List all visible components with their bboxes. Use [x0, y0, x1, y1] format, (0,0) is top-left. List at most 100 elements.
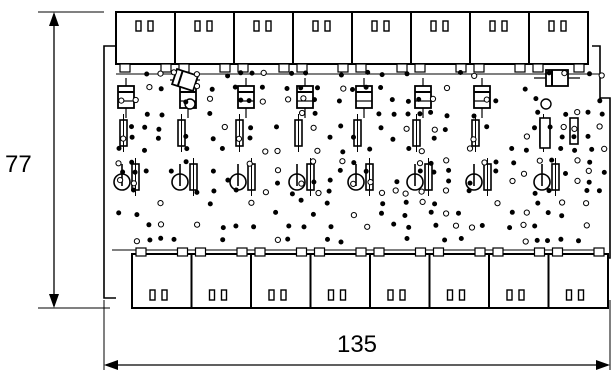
via-hole: [406, 224, 412, 230]
via-hole: [596, 188, 602, 194]
via-hole: [585, 133, 591, 139]
via-hole: [549, 157, 555, 163]
via-hole: [563, 171, 568, 176]
via-hole: [131, 187, 136, 193]
via-hole: [547, 124, 553, 130]
connector-pin: [430, 20, 437, 32]
width-dimension: 135: [103, 300, 611, 370]
diode: [237, 85, 255, 109]
via-hole: [520, 170, 528, 177]
via-hole: [350, 180, 357, 187]
via-hole: [446, 167, 452, 173]
horizontal-diode: [534, 69, 580, 87]
via-hole: [417, 168, 423, 174]
bottom-connector: [190, 247, 252, 309]
via-hole: [584, 188, 590, 193]
bottom-connector: [250, 247, 312, 309]
via-hole: [394, 179, 400, 185]
via-hole: [158, 235, 164, 241]
via-hole: [314, 147, 321, 154]
via-hole: [560, 123, 567, 131]
top-connector: [233, 11, 294, 73]
via-hole: [326, 188, 332, 194]
via-hole: [284, 86, 290, 91]
via-hole: [571, 134, 577, 140]
via-hole: [144, 71, 150, 77]
connector-pin: [339, 289, 347, 301]
via-hole: [470, 136, 477, 143]
via-hole: [379, 210, 384, 216]
via-hole: [585, 167, 592, 174]
via-hole: [246, 98, 252, 104]
via-hole: [249, 70, 255, 76]
via-hole: [142, 124, 148, 130]
bottom-connector: [131, 247, 193, 309]
via-hole: [219, 146, 225, 151]
via-hole: [143, 168, 149, 174]
connector-pin: [501, 20, 508, 32]
via-hole: [467, 180, 473, 186]
connector-pin: [327, 289, 335, 301]
via-hole: [523, 133, 531, 140]
via-hole: [350, 212, 357, 219]
via-hole: [367, 146, 373, 152]
via-hole: [522, 86, 528, 92]
via-hole: [129, 124, 134, 130]
via-hole: [289, 191, 295, 197]
connector-pin: [577, 289, 585, 301]
via-hole: [479, 223, 485, 228]
via-hole: [389, 97, 395, 103]
via-hole: [225, 177, 231, 183]
via-hole: [406, 146, 412, 151]
via-hole: [601, 169, 607, 175]
via-hole: [247, 135, 253, 141]
via-hole: [391, 111, 397, 117]
connector-pin: [312, 20, 319, 32]
via-hole: [468, 224, 476, 231]
via-hole: [403, 199, 409, 205]
via-hole: [262, 189, 269, 196]
connector-pin: [280, 289, 287, 301]
via-hole: [532, 223, 538, 229]
via-hole: [405, 111, 411, 117]
via-hole: [586, 179, 592, 185]
via-hole: [363, 84, 369, 90]
via-hole: [118, 97, 125, 104]
via-hole: [458, 70, 463, 75]
via-hole: [233, 187, 239, 193]
via-hole: [207, 201, 213, 207]
via-hole: [339, 158, 346, 165]
via-hole: [418, 188, 425, 195]
via-hole: [416, 96, 422, 102]
bottom-connector: [488, 247, 550, 309]
via-hole: [220, 225, 226, 231]
via-hole: [587, 159, 593, 165]
via-hole: [338, 123, 344, 129]
via-hole: [535, 109, 541, 115]
via-hole: [534, 237, 540, 243]
bottom-connector: [547, 247, 609, 309]
via-hole: [546, 70, 552, 76]
via-hole: [209, 86, 215, 92]
top-connector: [174, 11, 235, 73]
connector-pin: [220, 289, 228, 301]
via-hole: [312, 110, 318, 116]
via-hole: [532, 190, 538, 196]
via-hole: [390, 136, 396, 142]
via-hole: [158, 86, 164, 92]
via-hole: [238, 70, 244, 76]
via-hole: [442, 187, 450, 194]
top-connector: [292, 11, 353, 73]
via-hole: [509, 177, 516, 185]
via-hole: [417, 111, 423, 117]
via-hole: [509, 146, 515, 151]
via-hole: [546, 188, 552, 194]
channel: [465, 78, 492, 196]
via-hole: [116, 210, 122, 216]
via-hole: [134, 212, 140, 218]
via-hole: [129, 134, 135, 140]
via-hole: [444, 113, 450, 119]
via-hole: [431, 169, 437, 175]
via-hole: [130, 180, 137, 187]
connector-pin: [253, 20, 260, 32]
